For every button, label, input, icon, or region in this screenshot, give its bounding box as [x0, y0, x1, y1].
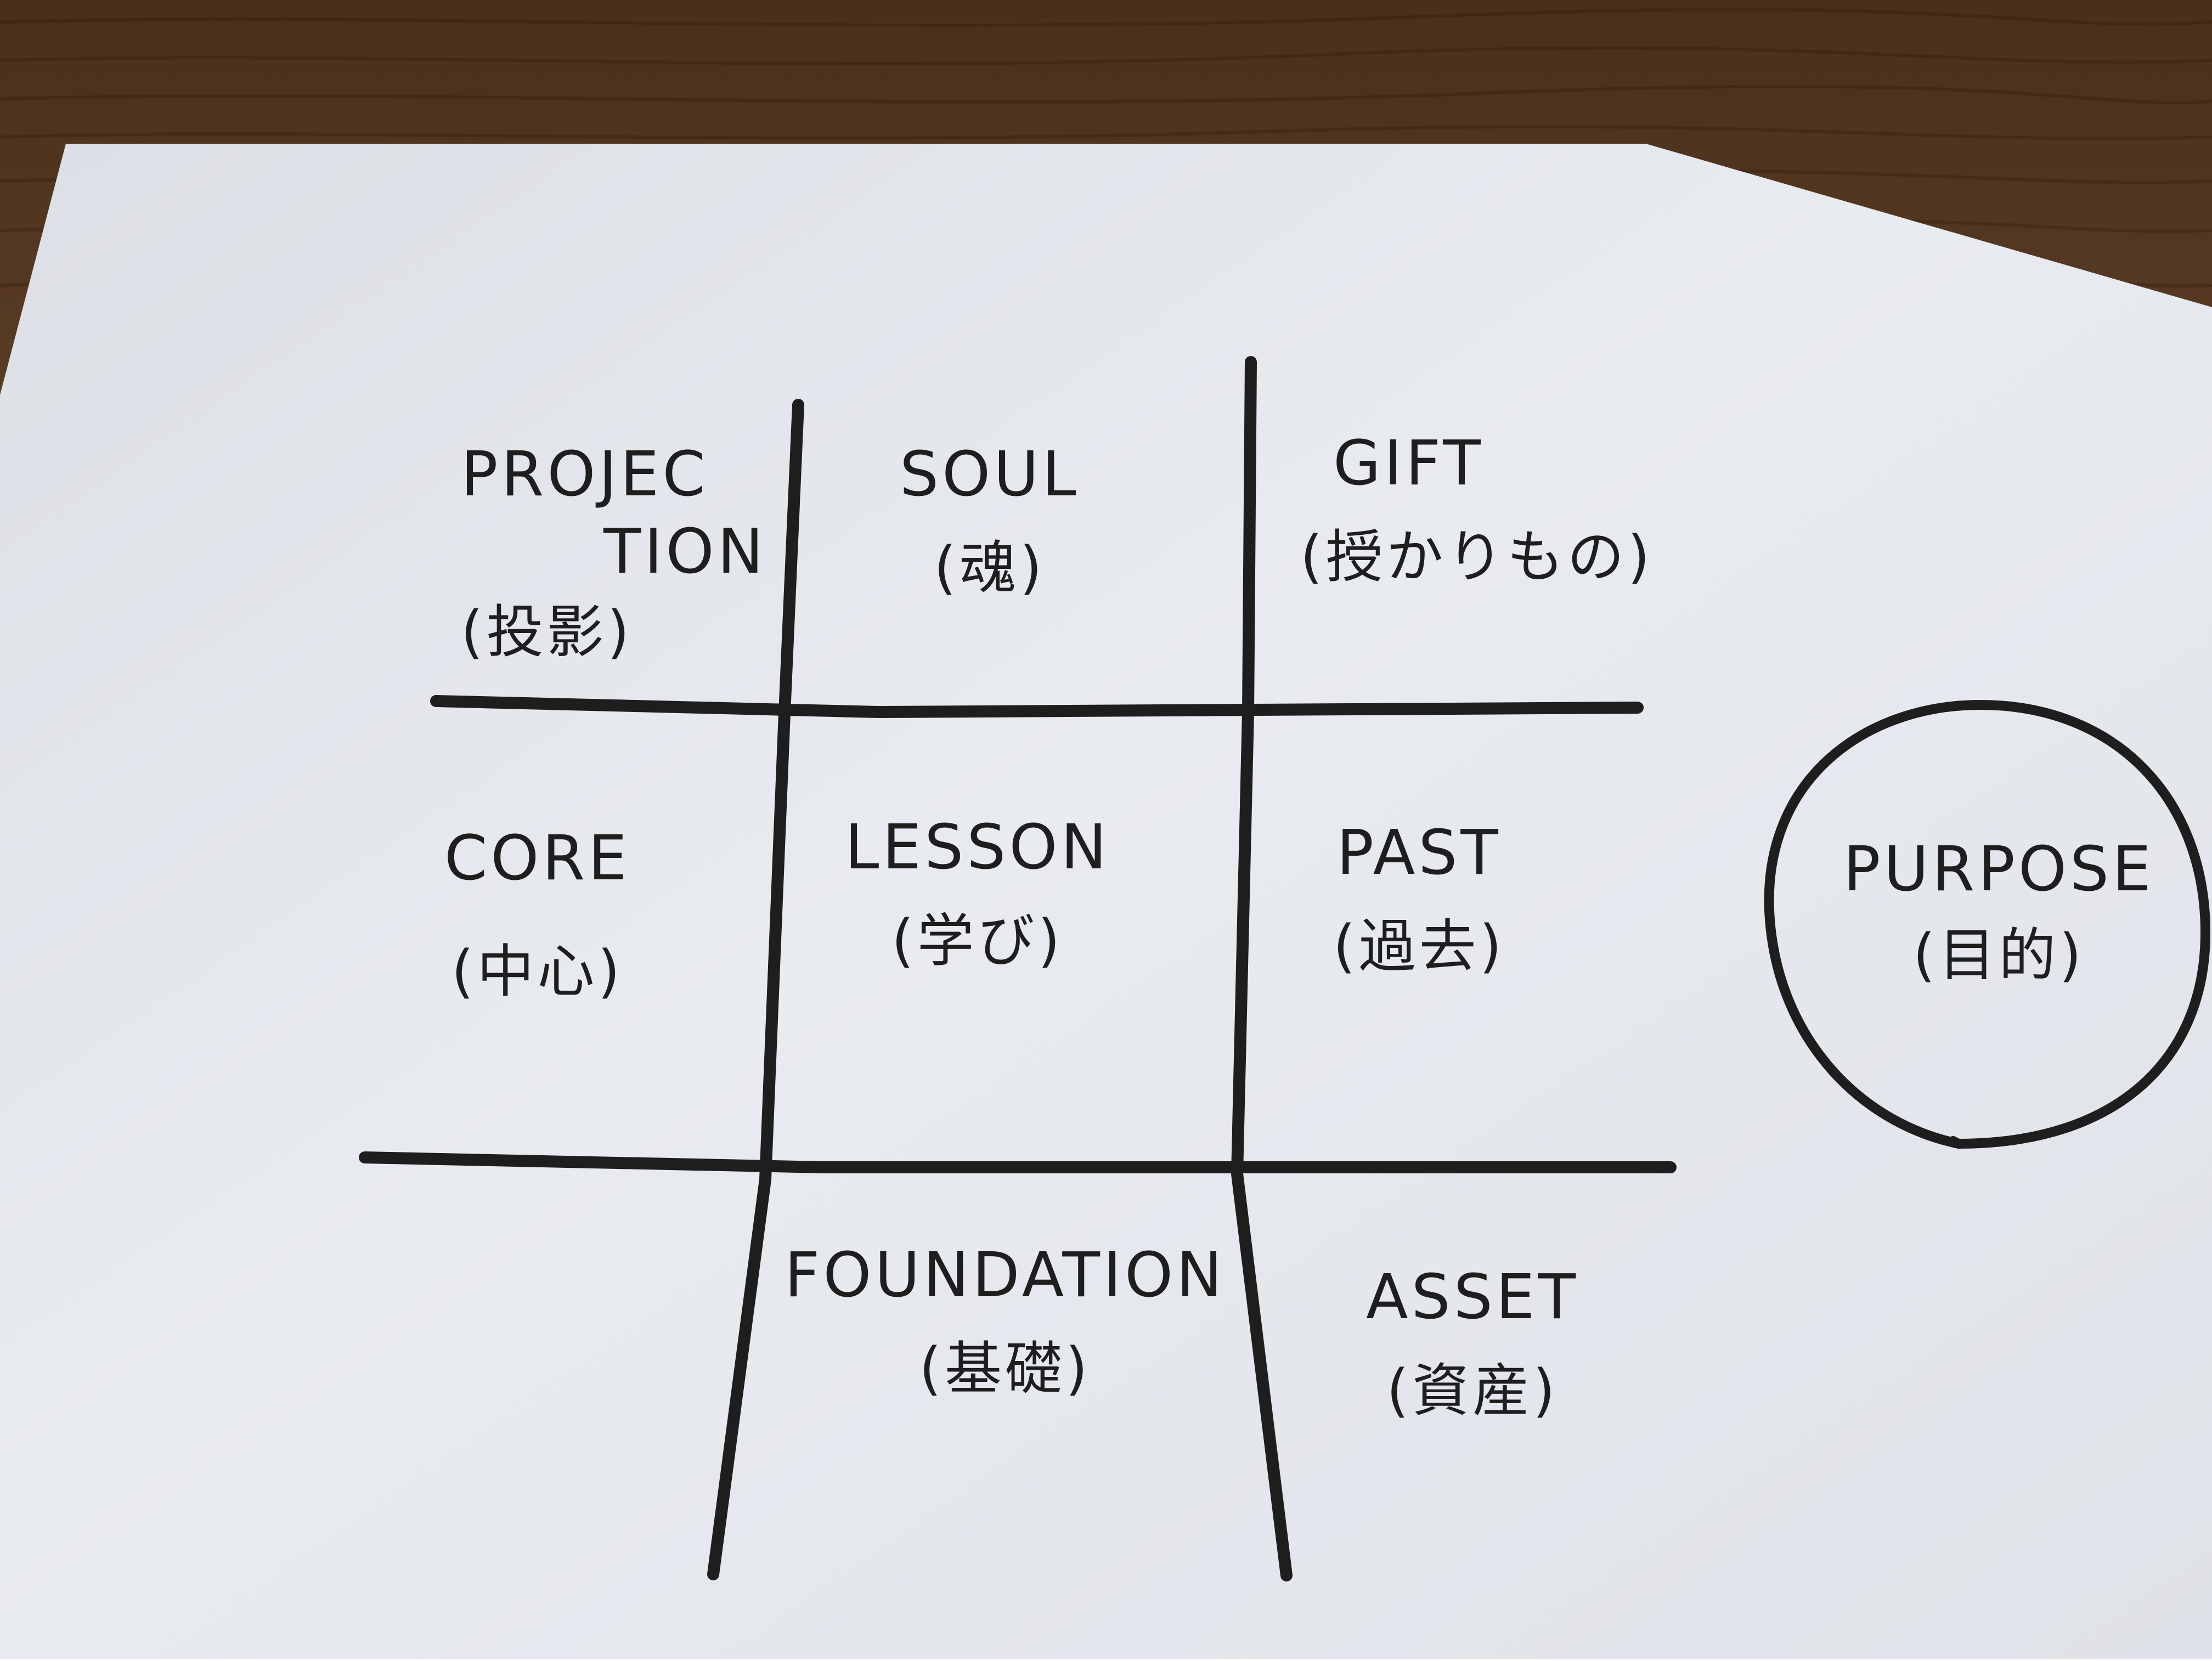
- cell-projection-translation: (投影): [461, 598, 633, 666]
- cell-foundation-label: FOUNDATION: [785, 1240, 1226, 1311]
- cell-asset: ASSET (資産): [1366, 1256, 1579, 1430]
- cell-gift-label: GIFT: [1333, 428, 1484, 499]
- grid-line-vertical-left: [707, 399, 804, 1580]
- cell-soul-translation: (魂): [934, 534, 1046, 602]
- paper-sheet: [0, 144, 2212, 1659]
- purpose-text: PURPOSE (目的): [1843, 828, 2154, 994]
- cell-past-label: PAST: [1336, 817, 1502, 889]
- grid-line-horizontal-top: [430, 695, 1644, 719]
- cell-lesson: LESSON (学び): [845, 806, 1110, 980]
- cell-core-translation: (中心): [451, 938, 624, 1005]
- cell-projection-label-cont: TION: [603, 516, 767, 588]
- cell-lesson-label: LESSON: [845, 812, 1110, 883]
- cell-gift-translation: (授かりもの): [1300, 523, 1654, 591]
- cell-gift: GIFT (授かりもの): [1300, 422, 1653, 596]
- cell-asset-label: ASSET: [1366, 1262, 1579, 1333]
- purpose-circle: [1764, 699, 2211, 1149]
- cell-asset-translation: (資産): [1386, 1357, 1559, 1425]
- grid-line-horizontal-bottom: [359, 1151, 1677, 1173]
- cell-foundation: FOUNDATION (基礎): [785, 1234, 1226, 1408]
- cell-foundation-translation: (基礎): [919, 1335, 1091, 1403]
- cell-core: CORE (中心): [444, 817, 630, 1010]
- purpose-label: PURPOSE: [1843, 834, 2154, 905]
- cell-soul: SOUL (魂): [900, 433, 1080, 607]
- cell-past-translation: (過去): [1333, 913, 1505, 980]
- cell-core-label: CORE: [444, 823, 630, 894]
- cell-projection: PROJEC TION (投影): [461, 433, 766, 671]
- grid-lines: [359, 356, 1677, 1581]
- cell-lesson-translation: (学び): [891, 907, 1064, 975]
- grid-line-vertical-right: [1231, 356, 1293, 1581]
- cell-projection-label: PROJEC: [461, 439, 709, 510]
- cell-past: PAST (過去): [1333, 812, 1505, 985]
- purpose-translation: (目的): [1912, 922, 2085, 989]
- cell-soul-label: SOUL: [900, 439, 1080, 510]
